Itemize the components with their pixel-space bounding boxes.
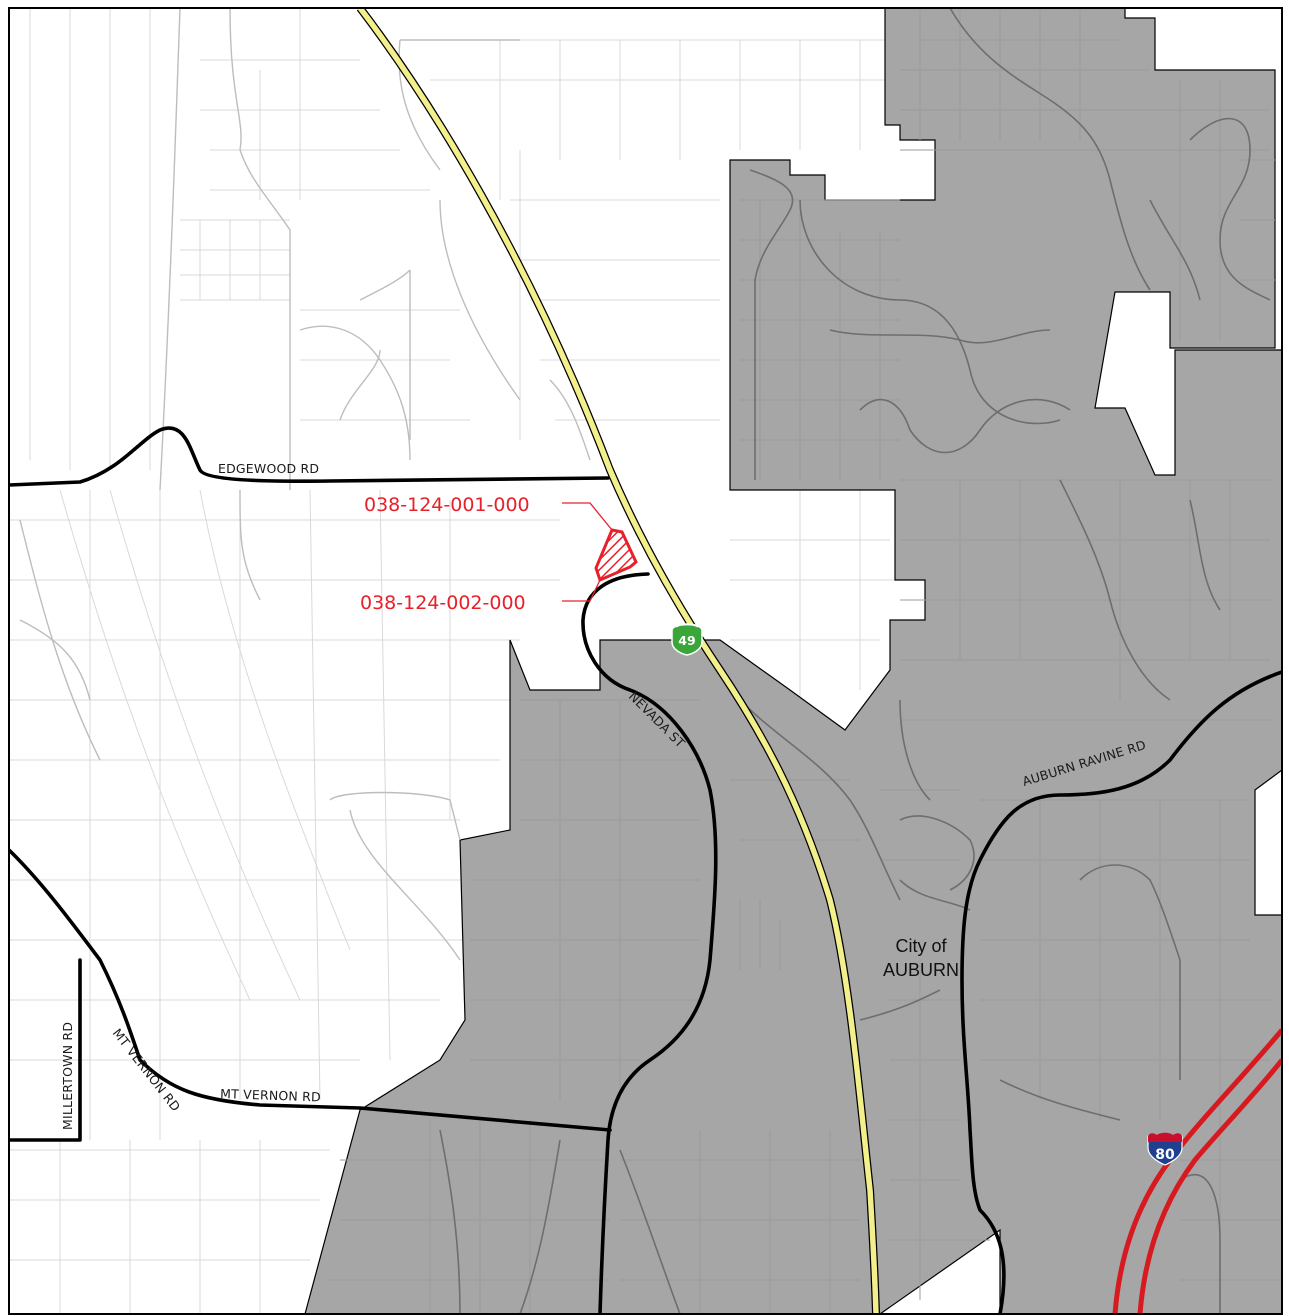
mt-vernon-rd-line <box>9 848 612 1132</box>
parcel-2-label: 038-124-002-000 <box>360 592 526 614</box>
city-area-northeast <box>304 8 1282 1314</box>
parcel-1-label: 038-124-001-000 <box>364 494 530 516</box>
sr49-highway <box>356 8 880 1314</box>
mt-vernon-rd-label: MT VERNON RD <box>220 1086 321 1105</box>
millertown-rd-line <box>9 958 82 1142</box>
sr49-shield-icon: 49 <box>671 623 703 656</box>
sr49-shield-number: 49 <box>678 633 695 648</box>
edgewood-rd-label: EDGEWOOD RD <box>218 461 319 476</box>
city-area-gap-east <box>1254 769 1282 916</box>
county-parcels <box>10 8 920 1314</box>
millertown-rd-label: MILLERTOWN RD <box>60 1022 75 1130</box>
major-roads <box>9 426 1282 1314</box>
subject-parcels[interactable] <box>594 528 638 583</box>
i80-shield-number: 80 <box>1155 1147 1175 1163</box>
map-frame <box>8 7 1283 1315</box>
city-of-auburn-area <box>304 8 1282 1314</box>
parcel-highlight <box>594 528 638 583</box>
city-parcels <box>330 8 1282 1314</box>
edgewood-rd-line <box>9 426 610 487</box>
parcel-leader-lines <box>562 502 613 602</box>
minor-streets <box>19 8 1271 1314</box>
i80-shield-icon: 80 <box>1147 1132 1183 1166</box>
nevada-st-line <box>581 572 718 1314</box>
city-label-line2: AUBURN <box>883 960 959 980</box>
city-label-line1: City of <box>895 936 947 956</box>
auburn-ravine-rd-line <box>960 670 1282 1314</box>
